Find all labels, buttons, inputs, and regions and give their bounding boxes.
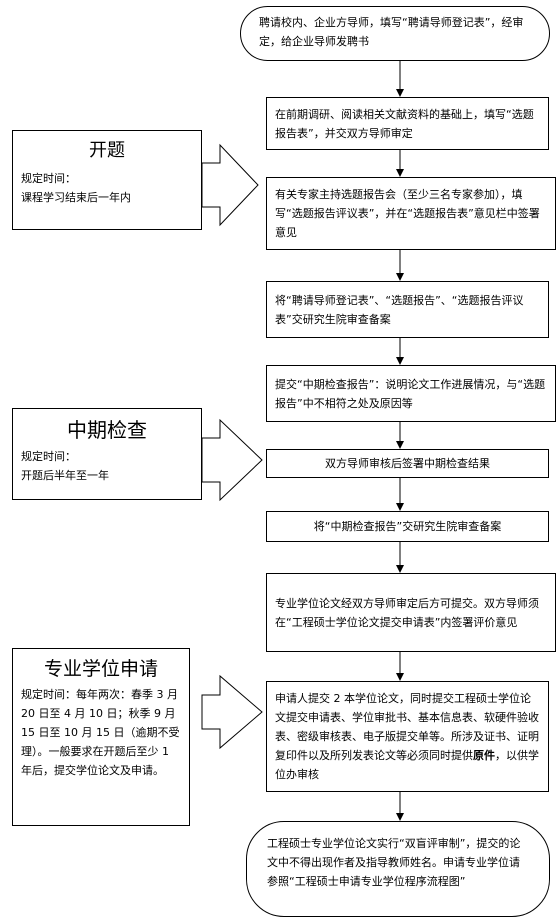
- flow-step-text: 在前期调研、阅读相关文献资料的基础上，填写“选题报告表”，并交双方导师审定: [275, 107, 534, 140]
- stage-time-label: 规定时间：: [21, 688, 76, 701]
- flow-step-topic-filing: 将“聘请导师登记表”、“选题报告”、“选题报告评议表”交研究生院审查备案: [266, 281, 549, 338]
- flow-step-double-blind: 工程硕士专业学位论文实行“双盲评审制”，提交的论文中不得出现作者及指导教师姓名。…: [246, 821, 550, 917]
- stage-title: 专业学位申请: [43, 658, 158, 680]
- stage-degree-box: 专业学位申请 规定时间：每年两次：春季 3 月 20 日至 4 月 10 日；秋…: [12, 648, 190, 826]
- flow-step-hire-advisors: 聘请校内、企业方导师，填写“聘请导师登记表”，经审定，给企业导师发聘书: [240, 6, 550, 61]
- stage-time-value: 每年两次：春季 3 月 20 日至 4 月 10 日；秋季 9 月 15 日至 …: [21, 688, 180, 777]
- flow-step-text: 提交“中期检查报告”：说明论文工作进展情况，与“选题报告”中不相符之处及原因等: [275, 377, 546, 410]
- stage-time: 规定时间：每年两次：春季 3 月 20 日至 4 月 10 日；秋季 9 月 1…: [21, 685, 181, 780]
- stage-arrow-midterm: [201, 418, 263, 502]
- flow-step-text: 专业学位论文经双方导师审定后方可提交。双方导师须在“工程硕士学位论文提交申请表”…: [275, 596, 539, 629]
- stage-time-value: 开题后半年至一年: [21, 469, 109, 482]
- flow-step-midterm-sign: 双方导师审核后签署中期检查结果: [266, 449, 549, 478]
- stage-time: 规定时间： 课程学习结束后一年内: [21, 169, 193, 207]
- flow-step-midterm-report: 提交“中期检查报告”：说明论文工作进展情况，与“选题报告”中不相符之处及原因等: [266, 365, 556, 422]
- flow-step-submit-thesis: 申请人提交 2 本学位论文，同时提交工程硕士学位论文提交申请表、学位审批书、基本…: [266, 681, 549, 792]
- stage-arrow-degree: [201, 674, 263, 750]
- flow-step-midterm-filing: 将“中期检查报告”交研究生院审查备案: [266, 511, 549, 542]
- flow-step-text: 工程硕士专业学位论文实行“双盲评审制”，提交的论文中不得出现作者及指导教师姓名。…: [267, 837, 521, 888]
- flow-step-text-part: ，以供学位办审核: [275, 749, 539, 781]
- stage-time-value: 课程学习结束后一年内: [21, 191, 131, 204]
- flow-step-thesis-approval: 专业学位论文经双方导师审定后方可提交。双方导师须在“工程硕士学位论文提交申请表”…: [266, 573, 556, 652]
- stage-time-label: 规定时间：: [21, 450, 76, 463]
- flow-step-text: 将“中期检查报告”交研究生院审查备案: [313, 520, 502, 533]
- flow-step-text: 双方导师审核后签署中期检查结果: [325, 457, 490, 470]
- flow-step-text: 申请人提交 2 本学位论文，同时提交工程硕士学位论文提交申请表、学位审批书、基本…: [275, 689, 540, 784]
- flow-step-topic-report: 在前期调研、阅读相关文献资料的基础上，填写“选题报告表”，并交双方导师审定: [266, 97, 549, 150]
- stage-open-box: 开题 规定时间： 课程学习结束后一年内: [12, 130, 202, 230]
- stage-title: 中期检查: [67, 418, 147, 442]
- stage-arrow-open: [201, 143, 259, 227]
- flow-step-text: 将“聘请导师登记表”、“选题报告”、“选题报告评议表”交研究生院审查备案: [275, 293, 524, 326]
- flow-step-topic-review: 有关专家主持选题报告会（至少三名专家参加），填写“选题报告评议表”，并在“选题报…: [266, 177, 556, 250]
- flow-step-text: 有关专家主持选题报告会（至少三名专家参加），填写“选题报告评议表”，并在“选题报…: [275, 188, 540, 239]
- stage-time: 规定时间： 开题后半年至一年: [21, 447, 193, 485]
- stage-time-label: 规定时间：: [21, 172, 76, 185]
- flow-step-text-part: 申请人提交 2 本学位论文，同时提交工程硕士学位论文提交申请表、学位审批书、基本…: [275, 692, 539, 762]
- stage-midterm-box: 中期检查 规定时间： 开题后半年至一年: [12, 408, 202, 500]
- flow-step-text-bold: 原件: [473, 749, 495, 762]
- flow-step-text: 聘请校内、企业方导师，填写“聘请导师登记表”，经审定，给企业导师发聘书: [259, 16, 524, 48]
- stage-title: 开题: [89, 140, 125, 161]
